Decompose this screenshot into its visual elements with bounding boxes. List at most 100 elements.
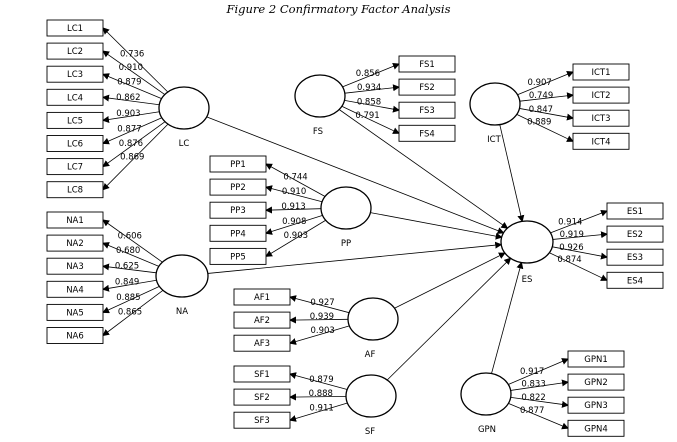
indicator-label-lc3: LC3	[67, 70, 83, 80]
indicator-box-na4	[46, 280, 104, 298]
indicator-box-ict2	[572, 86, 630, 104]
loading-arrow-lc8	[102, 123, 169, 191]
loading-value-ict3: 0.847	[529, 105, 553, 115]
indicator-box-pp3	[209, 201, 267, 219]
loading-value-na3: 0.625	[115, 262, 139, 272]
loading-arrow-pp3	[265, 206, 322, 214]
loading-arrow-fs1	[342, 63, 400, 88]
indicator-box-lc5	[46, 111, 104, 129]
indicator-box-af1	[233, 288, 291, 306]
indicator-label-na1: NA1	[66, 216, 84, 226]
indicator-box-pp2	[209, 178, 267, 196]
indicator-label-sf2: SF2	[254, 393, 270, 403]
loading-value-af3: 0.903	[310, 326, 334, 336]
loading-arrow-lc2	[102, 50, 166, 95]
indicator-label-na5: NA5	[66, 308, 84, 318]
indicator-label-sf3: SF3	[254, 416, 270, 426]
indicator-box-es4	[606, 271, 664, 289]
indicator-label-pp2: PP2	[230, 183, 246, 193]
loading-value-gpn4: 0.877	[520, 406, 544, 416]
construct-label-lc: LC	[179, 139, 190, 149]
loading-value-na1: 0.606	[118, 231, 142, 241]
path-lc-to-es	[206, 116, 505, 234]
loading-value-lc4: 0.862	[116, 93, 140, 103]
indicator-box-fs3	[398, 101, 456, 119]
indicator-box-af3	[233, 334, 291, 352]
loading-arrow-lc7	[102, 121, 166, 168]
indicator-label-es1: ES1	[627, 207, 643, 217]
indicator-label-ict2: ICT2	[591, 91, 610, 101]
loading-arrow-na5	[102, 286, 160, 314]
loading-value-sf3: 0.911	[309, 403, 333, 413]
indicator-box-na3	[46, 257, 104, 275]
construct-label-pp: PP	[341, 239, 351, 249]
loading-value-gpn1: 0.917	[520, 367, 544, 377]
indicator-label-af1: AF1	[254, 293, 270, 303]
loading-arrow-pp5	[265, 219, 326, 257]
loading-arrow-fs4	[341, 105, 400, 134]
indicator-box-gpn4	[567, 419, 625, 437]
loading-value-na6: 0.865	[118, 308, 142, 318]
loading-value-ict2: 0.749	[529, 91, 553, 101]
loading-value-na2: 0.680	[116, 246, 140, 256]
indicator-label-na3: NA3	[66, 262, 84, 272]
indicator-label-na2: NA2	[66, 239, 84, 249]
loading-arrow-ict3	[519, 108, 574, 121]
indicator-label-es3: ES3	[627, 253, 643, 263]
loading-arrow-sf2	[289, 393, 347, 401]
indicator-box-es3	[606, 248, 664, 266]
loading-arrow-sf1	[289, 372, 348, 390]
loading-value-ict1: 0.907	[528, 78, 552, 88]
loading-value-lc7: 0.876	[119, 139, 143, 149]
loading-arrow-lc6	[102, 117, 162, 145]
indicator-label-pp5: PP5	[230, 252, 246, 262]
loading-arrow-pp2	[265, 185, 323, 203]
indicator-box-es2	[606, 225, 664, 243]
construct-label-fs: FS	[313, 127, 323, 137]
indicator-label-fs1: FS1	[419, 60, 435, 70]
indicator-box-lc1	[46, 19, 104, 37]
path-na-to-es	[207, 241, 503, 274]
loading-value-pp3: 0.913	[281, 202, 305, 212]
indicator-box-pp4	[209, 224, 267, 242]
construct-na	[155, 254, 209, 298]
indicator-label-ict3: ICT3	[591, 114, 610, 124]
loading-value-fs3: 0.858	[357, 97, 381, 107]
indicator-box-pp1	[209, 155, 267, 173]
loading-arrow-fs2	[344, 84, 400, 94]
loading-arrow-lc3	[102, 73, 162, 100]
loading-value-es3: 0.926	[559, 243, 583, 253]
loading-value-fs1: 0.856	[356, 69, 380, 79]
loading-arrow-es2	[552, 231, 608, 240]
indicator-label-fs2: FS2	[419, 83, 435, 93]
indicator-label-af2: AF2	[254, 316, 270, 326]
indicator-box-lc7	[46, 158, 104, 176]
loading-arrow-gpn2	[510, 379, 569, 391]
indicator-label-sf1: SF1	[254, 370, 270, 380]
loading-arrow-ict2	[519, 92, 574, 102]
loading-value-lc3: 0.879	[117, 78, 141, 88]
loading-value-fs4: 0.791	[355, 111, 379, 121]
loading-value-sf2: 0.888	[309, 389, 333, 399]
construct-label-af: AF	[365, 350, 376, 360]
indicator-box-sf2	[233, 388, 291, 406]
loading-value-lc5: 0.903	[116, 109, 140, 119]
loading-value-ict4: 0.889	[527, 118, 551, 128]
indicator-label-pp3: PP3	[230, 206, 246, 216]
loading-value-pp2: 0.910	[282, 187, 306, 197]
indicator-box-pp5	[209, 247, 267, 265]
construct-ict	[469, 82, 521, 126]
construct-sf	[345, 374, 397, 418]
indicator-box-gpn3	[567, 396, 625, 414]
indicator-label-ict4: ICT4	[591, 137, 610, 147]
path-fs-to-es	[338, 109, 509, 229]
indicator-label-gpn3: GPN3	[584, 401, 607, 411]
loading-value-lc8: 0.869	[120, 153, 144, 163]
indicator-box-af2	[233, 311, 291, 329]
indicator-box-fs2	[398, 78, 456, 96]
indicator-label-pp1: PP1	[230, 160, 246, 170]
loading-value-af1: 0.927	[310, 298, 334, 308]
loading-arrow-es4	[549, 252, 608, 281]
indicator-label-na6: NA6	[66, 332, 84, 342]
